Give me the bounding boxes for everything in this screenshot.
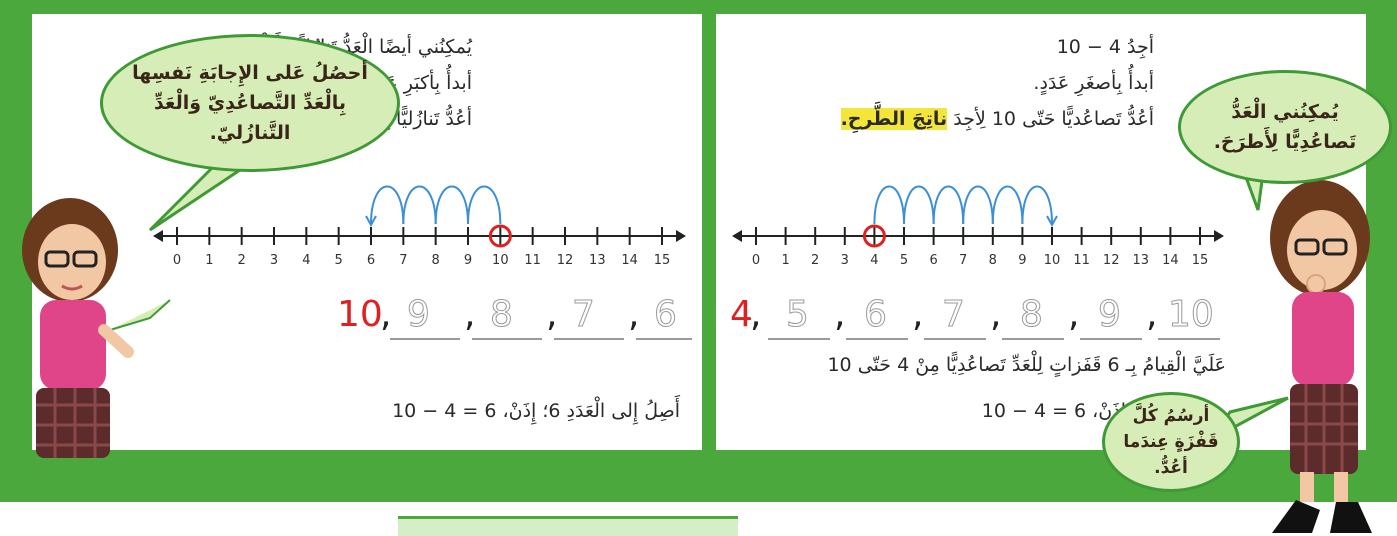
traced-number: 9 [407,294,431,336]
sequence-start-number: 10 [337,294,383,335]
speech-bubble-right-bottom: أرسُمُ كُلَّ قَفْزَةٍ عِندَما أعُدُّ. [1102,392,1240,492]
speech-bubble-right-top: يُمكِنُني الْعَدُّ تَصاعُدِيًّا لِأَطرَح… [1178,70,1392,184]
tick-label: 4 [870,253,878,268]
traced-number: 7 [572,294,596,336]
tick-label: 9 [1018,253,1026,268]
tick-label: 1 [205,253,213,268]
tick-label: 7 [399,253,407,268]
tick-label: 7 [959,253,967,268]
highlighted-term: ناتِجَ الطَّرحِ. [840,108,948,130]
jump-arc [932,185,965,225]
tick-label: 2 [238,253,246,268]
left-count-sequence: 10 , 9 , 8 , 7 , 6 [32,290,702,350]
left-conclusion: أَصِلُ إِلى الْعَدَدِ 6؛ إِذَنْ، 10 − 4 … [392,400,680,422]
tick-label: 8 [989,253,997,268]
tick-label: 13 [589,253,606,268]
tick-label: 5 [900,253,908,268]
arrow-right-icon [1214,230,1224,242]
traced-number: 10 [1168,294,1215,336]
tick-label: 10 [1044,253,1061,268]
tick-label: 14 [1162,253,1179,268]
jump-arc [903,185,935,225]
right-count-sequence: 4 , 5 , 6 , 7 , 8 , 9 , 10 [716,290,1366,350]
jump-arc [467,185,502,225]
arrow-left-icon [153,230,163,242]
right-line-3: أعُدُّ تَصاعُديًّا حَتّى 10 لِأجِدَ ناتِ… [840,108,1154,130]
traced-number: 6 [654,294,678,336]
right-conclusion: إِذَنْ، 10 − 4 = 6 [981,400,1126,422]
jump-arc [1021,185,1053,225]
tick-label: 2 [811,253,819,268]
jump-arrowhead-icon [1046,215,1058,228]
traced-number: 5 [786,294,810,336]
traced-number: 8 [1020,294,1044,336]
jump-arc [434,185,469,225]
tick-label: 15 [1192,253,1209,268]
traced-number: 6 [864,294,888,336]
tick-label: 8 [432,253,440,268]
tick-label: 1 [781,253,789,268]
tick-label: 3 [841,253,849,268]
bottom-partial-strip [398,516,738,536]
jump-arrowhead-icon [365,215,377,228]
jump-arc [962,185,994,225]
right-panel: أجِدُ 10 − 4 أبدأُ بِأصغَرِ عَدَدٍ. أعُد… [716,14,1366,450]
tick-label: 6 [367,253,375,268]
tick-label: 12 [1103,253,1120,268]
tick-label: 0 [173,253,181,268]
tick-label: 11 [524,253,541,268]
tick-label: 9 [464,253,472,268]
tick-label: 5 [335,253,343,268]
tick-label: 13 [1133,253,1150,268]
tick-label: 6 [929,253,937,268]
tick-label: 10 [492,253,509,268]
jump-arc [402,185,437,225]
right-line-1: أجِدُ 10 − 4 [1056,36,1154,58]
right-line-4: عَلَيَّ الْقِيامُ بِـ 6 قَفَزاتٍ لِلْعَد… [827,354,1226,376]
sequence-start-number: 4 [730,294,753,335]
tick-label: 15 [654,253,671,268]
jump-arc [370,185,405,225]
tick-label: 4 [302,253,310,268]
speech-bubble-left: أحصُلُ عَلى الإِجابَةِ نَفسِها بِالْعَدِ… [100,34,400,172]
tick-label: 3 [270,253,278,268]
arrow-right-icon [676,230,686,242]
traced-number: 9 [1098,294,1122,336]
circled-number-marker [488,224,512,248]
traced-number: 8 [490,294,514,336]
right-line-2: أبدأُ بِأصغَرِ عَدَدٍ. [1033,72,1154,94]
jump-arc [873,185,905,225]
arrow-left-icon [732,230,742,242]
tick-label: 14 [621,253,638,268]
tick-label: 0 [752,253,760,268]
tick-label: 11 [1073,253,1090,268]
circled-number-marker [862,224,886,248]
jump-arc [991,185,1024,225]
traced-number: 7 [942,294,966,336]
tick-label: 12 [557,253,574,268]
